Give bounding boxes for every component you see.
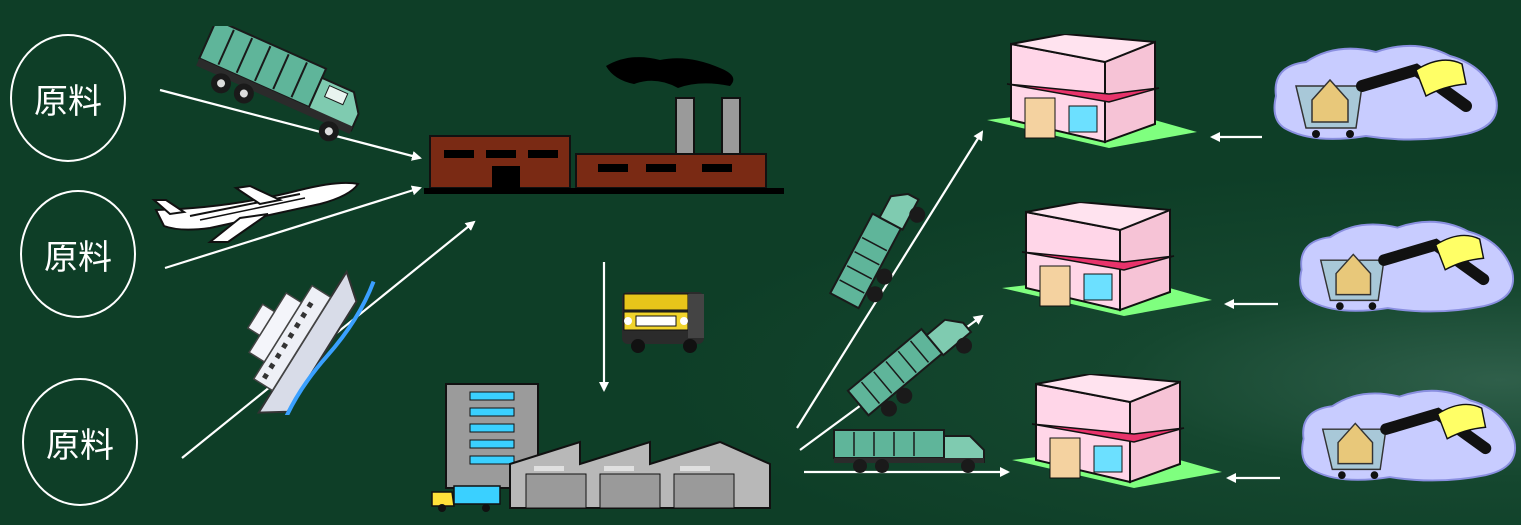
bus-icon <box>616 286 716 356</box>
store-icon <box>1010 374 1225 492</box>
cargo-ship-icon <box>205 255 380 415</box>
dump-truck-icon <box>830 424 994 476</box>
factory-icon <box>420 46 788 196</box>
store-icon <box>985 34 1200 152</box>
shopper-icon <box>1294 378 1520 488</box>
dump-truck-icon <box>838 296 988 426</box>
dump-truck-icon <box>186 26 396 146</box>
shopper-icon <box>1292 210 1518 318</box>
dump-truck-icon <box>810 176 945 316</box>
airplane-icon <box>150 170 365 245</box>
store-icon <box>1000 202 1215 320</box>
shopper-icon <box>1266 36 1502 144</box>
delivery-van-icon <box>430 484 506 514</box>
